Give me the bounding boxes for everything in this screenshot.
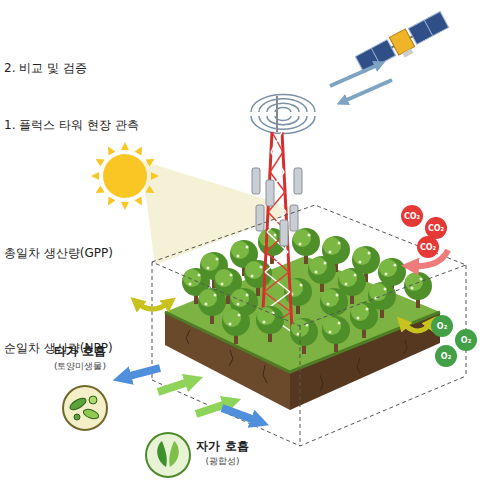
compare-arrow xyxy=(330,64,380,86)
gas-bubble: CO₂ xyxy=(401,205,423,227)
system-boundary xyxy=(152,205,466,446)
node-title: 자가 호흡 xyxy=(194,438,251,455)
step-label: 1. 플럭스 타워 현장 관측 xyxy=(4,117,497,134)
sun-ray xyxy=(94,186,105,197)
microbe-icon xyxy=(63,386,107,430)
tree xyxy=(404,272,432,308)
tree xyxy=(198,288,226,324)
node-title: O₂ xyxy=(441,352,451,361)
tree xyxy=(222,308,250,344)
sun-ray xyxy=(146,186,157,197)
gas-bubble: O₂ xyxy=(431,315,453,337)
node-title: O₂ xyxy=(461,336,471,345)
tree xyxy=(308,256,336,292)
o2-arrow xyxy=(402,322,432,331)
node-note: (토양미생물) xyxy=(52,360,109,373)
flux-label: 총일차 생산량(GPP) xyxy=(4,245,497,262)
respiration-node: 자가 호흡(광합성) xyxy=(194,438,251,468)
respiration-arrow xyxy=(158,380,194,392)
node-title: CO₂ xyxy=(428,224,444,233)
flux-tower xyxy=(251,94,315,332)
node-title: CO₂ xyxy=(404,212,420,221)
ground-top xyxy=(165,256,440,372)
tree xyxy=(256,306,284,342)
tree xyxy=(322,316,350,352)
flux-label: 순일차 생산량(NPP) xyxy=(4,340,497,357)
sun-ray xyxy=(146,156,157,167)
node-title: O₂ xyxy=(437,322,447,331)
leaf-icon xyxy=(146,433,190,477)
node-title: CO₂ xyxy=(420,243,436,252)
sun-ray xyxy=(91,172,99,180)
sun-ray xyxy=(105,145,116,156)
sun-ray xyxy=(94,156,105,167)
respiration-arrow xyxy=(122,368,160,378)
sun-disc xyxy=(103,154,147,198)
gas-bubble: O₂ xyxy=(455,329,477,351)
sun-ray xyxy=(135,197,146,208)
trees xyxy=(182,228,432,318)
sun-ray xyxy=(121,202,129,210)
compare-arrow xyxy=(342,80,392,102)
light-beam xyxy=(140,160,300,265)
node-note: (광합성) xyxy=(194,455,251,468)
sun-ray xyxy=(135,145,146,156)
grass-edge xyxy=(165,312,440,372)
gas-bubble: CO₂ xyxy=(417,236,439,258)
respiration-arrow xyxy=(222,408,260,422)
sun-icon xyxy=(91,142,159,210)
step-label: 2. 비교 및 검증 xyxy=(4,60,497,77)
sun-ray xyxy=(121,142,129,150)
sun-ray xyxy=(105,197,116,208)
npp-arrow xyxy=(136,302,170,309)
tree xyxy=(350,302,378,338)
gas-bubble: O₂ xyxy=(435,345,457,367)
sun-ray xyxy=(151,172,159,180)
